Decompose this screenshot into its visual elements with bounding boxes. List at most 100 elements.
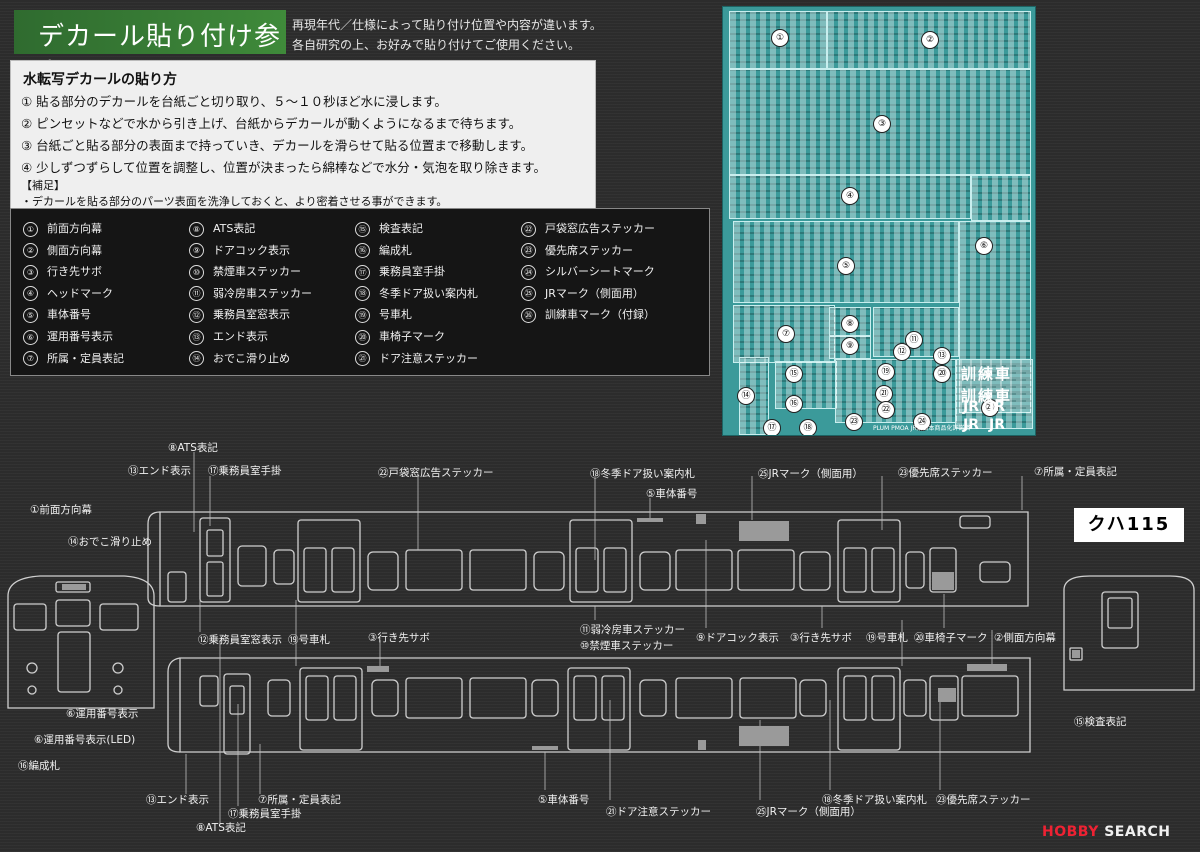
passenger-door — [569, 519, 633, 603]
sheet-number: ④ — [841, 187, 859, 205]
callout-label: ㉓優先席ステッカー — [898, 467, 993, 479]
legend-number: ① — [23, 221, 38, 237]
legend-item: ⑬ エンド表示 — [189, 328, 268, 345]
callout-label: ⑳車椅子マーク — [914, 632, 988, 644]
sheet-number: ⑫ — [893, 343, 911, 361]
legend-label: 冬季ドア扱い案内札 — [379, 286, 478, 300]
passenger-door — [837, 519, 901, 603]
legend-number: ㉑ — [355, 351, 370, 367]
callout-label: ⑪弱冷房車ステッカー — [580, 624, 685, 636]
callout-label: ③行き先サボ — [368, 632, 430, 644]
legend-number: ⑬ — [189, 329, 204, 345]
legend-number: ③ — [23, 264, 38, 280]
legend-number: ㉓ — [521, 243, 536, 259]
callout-label: ⑤車体番号 — [646, 488, 698, 500]
callout-label: ⑦所属・定員表記 — [258, 794, 341, 806]
callout-label: ⑫乗務員室窓表示 — [198, 634, 282, 646]
legend-label: 弱冷房車ステッカー — [213, 286, 312, 300]
note-line-1: 再現年代／仕様によって貼り付け位置や内容が違います。 — [292, 18, 602, 32]
sheet-number: ㉔ — [913, 413, 931, 431]
callout-label: ③行き先サボ — [790, 632, 852, 644]
legend-number: ② — [23, 243, 38, 259]
sheet-number: ⑦ — [777, 325, 795, 343]
guide-step: ③ 台紙ごと貼る部分の表面まで持っていき、デカールを滑らせて貼る位置まで移動しま… — [21, 138, 534, 153]
guide-heading: 水転写デカールの貼り方 — [23, 72, 177, 88]
legend-number: ⑯ — [355, 243, 370, 259]
legend-item: ⑲ 号車札 — [355, 306, 412, 323]
callout-label: ②側面方向幕 — [994, 632, 1056, 644]
legend-label: 車体番号 — [47, 308, 91, 322]
callout-label: ⑮検査表記 — [1074, 716, 1127, 728]
legend-number: ㉕ — [521, 286, 536, 302]
legend-label: エンド表示 — [213, 330, 268, 343]
sheet-number: ⑳ — [933, 365, 951, 383]
legend-label: 戸袋窓広告ステッカー — [545, 222, 655, 235]
legend-label: 訓練車マーク（付録） — [545, 308, 655, 322]
callout-label: ⑧ATS表記 — [196, 822, 246, 834]
legend-number: ⑲ — [355, 307, 370, 323]
decal-block — [955, 359, 1033, 429]
decal-block — [729, 175, 971, 219]
callout-label: ⑧ATS表記 — [168, 442, 218, 454]
jr-mark-text: JR — [963, 399, 979, 415]
callout-label: ⑥運用番号表示(LED) — [34, 734, 136, 746]
sheet-number: ⑤ — [837, 257, 855, 275]
legend-label: 禁煙車ステッカー — [213, 265, 301, 279]
callout-label: ㉒戸袋窓広告ステッカー — [378, 467, 494, 479]
legend-number: ㉒ — [521, 221, 536, 237]
callout-label: ㉕JRマーク（側面用） — [756, 806, 861, 818]
callout-label: ⑱冬季ドア扱い案内札 — [822, 794, 927, 806]
legend-label: ドア注意ステッカー — [379, 351, 478, 365]
legend-number: ⑧ — [189, 221, 204, 237]
sheet-number: ⑯ — [785, 395, 803, 413]
training-car-text: 訓練車 — [961, 387, 1013, 405]
sheet-number: ③ — [873, 115, 891, 133]
callout-label: ⑦所属・定員表記 — [1034, 466, 1117, 478]
jr-mark-text: JR — [963, 417, 979, 433]
jr-mark-text: JR — [989, 417, 1005, 433]
callout-label: ㉕JRマーク（側面用） — [758, 468, 863, 480]
legend-number: ⑮ — [355, 221, 370, 237]
legend-label: 乗務員室手掛 — [379, 265, 445, 279]
sheet-number: ⑨ — [841, 337, 859, 355]
callout-label: ㉑ドア注意ステッカー — [606, 806, 711, 818]
callout-label: ⑤車体番号 — [538, 794, 590, 806]
legend-label: 編成札 — [379, 243, 412, 257]
callout-label: ①前面方向幕 — [30, 504, 92, 516]
legend-number: ⑳ — [355, 329, 370, 345]
legend-label: 優先席ステッカー — [545, 243, 633, 257]
legend-label: 号車札 — [379, 308, 412, 322]
callout-label: ⑲号車札 — [288, 634, 330, 646]
callout-label: ⑯編成札 — [18, 760, 60, 772]
legend-label: シルバーシートマーク — [545, 265, 655, 279]
legend-label: 検査表記 — [379, 222, 423, 235]
legend-label: 乗務員室窓表示 — [213, 308, 290, 322]
legend-number: ⑨ — [189, 243, 204, 259]
callout-label: ⑩禁煙車ステッカー — [580, 640, 674, 652]
lower-side-view — [167, 657, 1031, 755]
legend-label: 運用番号表示 — [47, 330, 113, 343]
logo-suffix: SEARCH — [1104, 824, 1171, 840]
sheet-number: ① — [771, 29, 789, 47]
sheet-number: ⑱ — [799, 419, 817, 435]
passenger-door — [297, 519, 361, 603]
callout-label: ⑲号車札 — [866, 632, 908, 644]
passenger-door — [837, 667, 901, 751]
page-title: デカール貼り付け参考 — [38, 22, 282, 89]
callout-label: ⑱冬季ドア扱い案内札 — [590, 468, 695, 480]
